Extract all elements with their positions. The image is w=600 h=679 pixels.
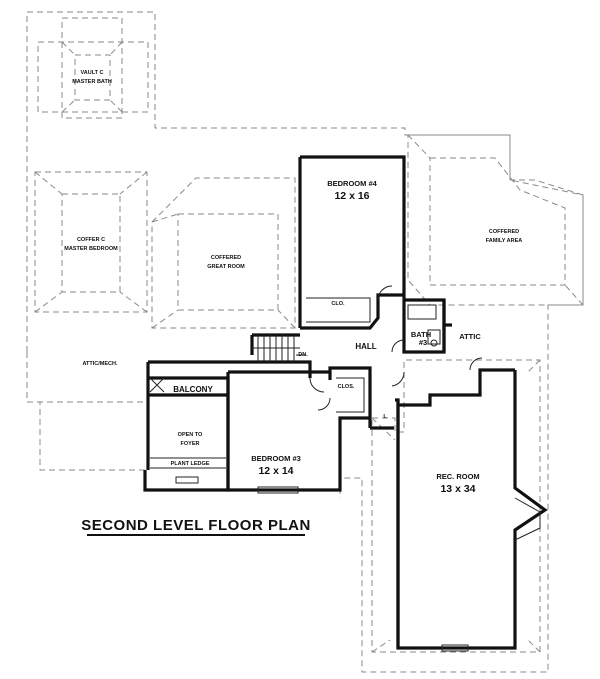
- bedroom4-name: BEDROOM #4: [327, 179, 377, 188]
- bedroom3-name: BEDROOM #3: [251, 454, 301, 463]
- coffer-master-bedroom-outline: [34, 171, 148, 313]
- door-swings: [149, 285, 483, 411]
- bedroom4-size: 12 x 16: [334, 190, 369, 202]
- coffered-family-area-label-1: COFFERED: [489, 229, 519, 235]
- plan-title: SECOND LEVEL FLOOR PLAN: [81, 517, 311, 534]
- bedroom3-closet-label: CLOS.: [338, 384, 355, 390]
- bedroom4-closet-label: CLO.: [331, 301, 345, 307]
- roof-outline: [26, 11, 584, 673]
- linen-label: L: [383, 414, 387, 420]
- open-to-foyer-label-2: FOYER: [181, 441, 200, 447]
- walls: [143, 155, 548, 652]
- coffered-family-area-outline: [407, 134, 584, 306]
- vault-master-bath-outline: [37, 17, 149, 119]
- vault-master-bath-label-2: MASTER BATH: [72, 79, 112, 85]
- bath-fixtures: [407, 304, 441, 347]
- coffered-great-room-label-2: GREAT ROOM: [207, 264, 245, 270]
- attic-mech-label: ATTIC/MECH.: [82, 361, 118, 367]
- bath3-label-2: #3: [419, 338, 427, 347]
- vault-master-bath-label-1: VAULT C: [80, 70, 103, 76]
- coffered-family-area-label-2: FAMILY AREA: [486, 238, 522, 244]
- coffered-great-room-outline: [151, 177, 296, 329]
- open-to-foyer-label-1: OPEN TO: [178, 432, 203, 438]
- attic-label: ATTIC: [459, 332, 481, 341]
- coffer-master-bedroom-label-1: COFFER C: [77, 237, 105, 243]
- coffered-great-room-label-1: COFFERED: [211, 255, 241, 261]
- coffer-master-bedroom-label-2: MASTER BEDROOM: [64, 246, 118, 252]
- rec-room-name: REC. ROOM: [436, 472, 479, 481]
- stairs: [252, 335, 306, 362]
- bedroom3-size: 12 x 14: [258, 465, 293, 477]
- balcony-label: BALCONY: [173, 385, 213, 394]
- bath3-label-1: BATH: [411, 330, 431, 339]
- rec-room-size: 13 x 34: [440, 483, 475, 495]
- plant-ledge-label: PLANT LEDGE: [171, 461, 210, 467]
- stair-down-label: DN.: [298, 352, 308, 358]
- hall-label: HALL: [355, 342, 376, 351]
